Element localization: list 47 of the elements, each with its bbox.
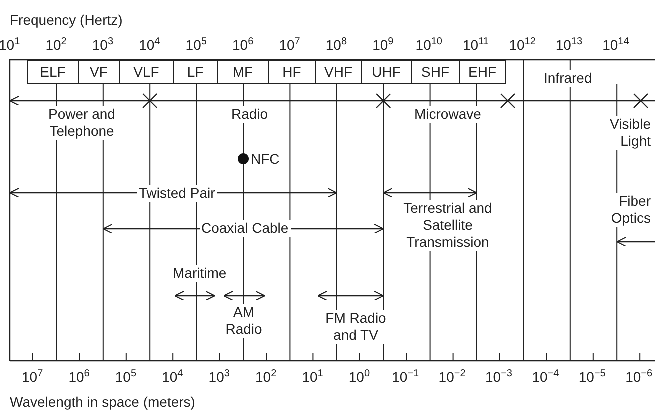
frequency-tick-label: 10$^{9}$: [372, 37, 394, 54]
band-label: Infrared: [542, 70, 594, 87]
band-cell: VLF: [119, 60, 174, 84]
band-label: Radio: [230, 106, 270, 123]
band-cell: MF: [217, 60, 269, 84]
frequency-tick-label: 10$^{1}$: [0, 37, 20, 54]
wavelength-tick-label: 10$^{1}$: [302, 369, 324, 386]
frequency-tick-label: 10$^{2}$: [46, 37, 67, 54]
band-cell: VHF: [315, 60, 362, 84]
wavelength-tick-label: 10$^{5}$: [115, 369, 137, 386]
frequency-tick-label: 10$^{4}$: [139, 37, 160, 54]
wavelength-tick-label: 10$^{−1}$: [392, 369, 420, 386]
wavelength-tick-label: 10$^{3}$: [208, 369, 230, 386]
band-cell: VF: [78, 60, 120, 84]
point-label: NFC: [251, 151, 280, 168]
axis-title: Frequency (Hertz): [10, 12, 123, 29]
wavelength-tick-label: 10$^{−4}$: [532, 369, 560, 386]
frequency-tick-label: 10$^{8}$: [326, 37, 348, 54]
band-cell: ELF: [27, 60, 79, 84]
wavelength-tick-label: 10$^{6}$: [68, 369, 90, 386]
wavelength-tick-label: 10$^{2}$: [256, 369, 277, 386]
wavelength-tick-label: 10$^{−6}$: [626, 369, 653, 386]
frequency-tick-label: 10$^{13}$: [556, 37, 583, 54]
frequency-tick-label: 10$^{3}$: [92, 37, 114, 54]
frequency-tick-label: 10$^{7}$: [279, 37, 300, 54]
wavelength-tick-label: 10$^{−5}$: [578, 369, 606, 386]
frequency-tick-label: 10$^{6}$: [232, 37, 254, 54]
wavelength-tick-label: 10$^{0}$: [348, 369, 370, 386]
service-label: Maritime: [171, 265, 229, 282]
wavelength-tick-label: 10$^{4}$: [162, 369, 184, 386]
medium-label: Twisted Pair: [137, 185, 218, 202]
wavelength-tick-label: 10$^{7}$: [22, 369, 44, 386]
frequency-tick-label: 10$^{10}$: [416, 37, 442, 54]
medium-label: Coaxial Cable: [200, 220, 291, 237]
frequency-tick-label: 10$^{12}$: [509, 37, 536, 54]
band-cell: EHF: [459, 60, 506, 84]
wavelength-tick-label: 10$^{−3}$: [486, 369, 512, 386]
band-label: Microwave: [412, 106, 484, 123]
axis-title: Wavelength in space (meters): [10, 394, 196, 410]
band-cell: SHF: [411, 60, 460, 84]
band-cell: LF: [173, 60, 218, 84]
frequency-tick-label: 10$^{11}$: [463, 37, 489, 54]
wavelength-tick-label: 10$^{−2}$: [438, 369, 466, 386]
band-cell: HF: [268, 60, 316, 84]
band-cell: UHF: [361, 60, 412, 84]
frequency-tick-label: 10$^{14}$: [602, 37, 630, 54]
frequency-tick-label: 10$^{5}$: [186, 37, 207, 54]
